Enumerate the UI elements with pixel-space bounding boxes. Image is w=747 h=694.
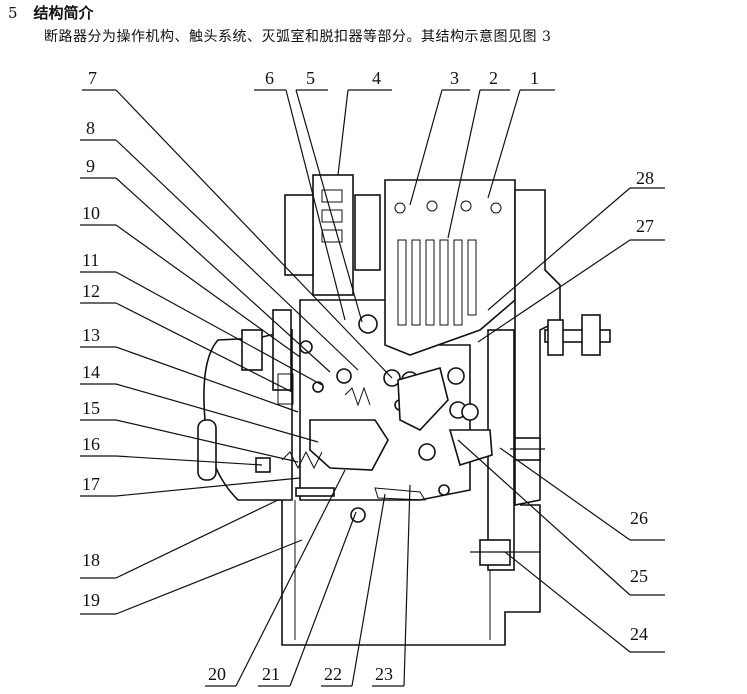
callout-13: 13 [82,325,100,345]
callout-23: 23 [375,664,393,684]
callout-26: 26 [630,508,648,528]
callout-20: 20 [208,664,226,684]
callout-16: 16 [82,434,100,454]
base-frame [270,499,541,646]
callout-19: 19 [82,590,100,610]
auxiliary-block [312,174,354,296]
section-number: 5 [8,4,18,22]
callout-17: 17 [82,474,100,494]
callout-2: 2 [489,68,498,88]
right-terminals [470,314,611,566]
intro-paragraph: 断路器分为操作机构、触头系统、灭弧室和脱扣器等部分。其结构示意图见图 3 [44,29,552,45]
arc-chute-grids [394,200,502,326]
section-title: 结构简介 [33,4,94,22]
callout-labels: 1 2 3 4 5 6 7 8 9 10 11 12 13 14 15 16 1… [82,68,654,684]
mechanism-parts [255,309,493,523]
auxiliary-cover [354,194,381,271]
callout-28: 28 [636,168,654,188]
handle-slot [197,419,217,481]
callout-21: 21 [262,664,280,684]
leader-lines [80,89,665,687]
section-heading: 5 结构简介 [8,2,94,23]
callout-14: 14 [82,362,100,382]
callout-1: 1 [530,68,539,88]
arc-chute [384,179,516,356]
callout-15: 15 [82,398,100,418]
callout-12: 12 [82,281,100,301]
callout-25: 25 [630,566,648,586]
callout-18: 18 [82,550,100,570]
callout-27: 27 [636,216,654,236]
callout-24: 24 [630,624,648,644]
callout-11: 11 [82,250,99,270]
callout-5: 5 [306,68,315,88]
callout-22: 22 [324,664,342,684]
callout-3: 3 [450,68,459,88]
callout-9: 9 [86,156,95,176]
handle-knob [241,329,263,371]
callout-4: 4 [372,68,381,88]
breaker-drawing [197,174,611,646]
callout-6: 6 [265,68,274,88]
auxiliary-housing [284,194,314,276]
callout-8: 8 [86,118,95,138]
callout-10: 10 [82,203,100,223]
callout-7: 7 [88,68,97,88]
